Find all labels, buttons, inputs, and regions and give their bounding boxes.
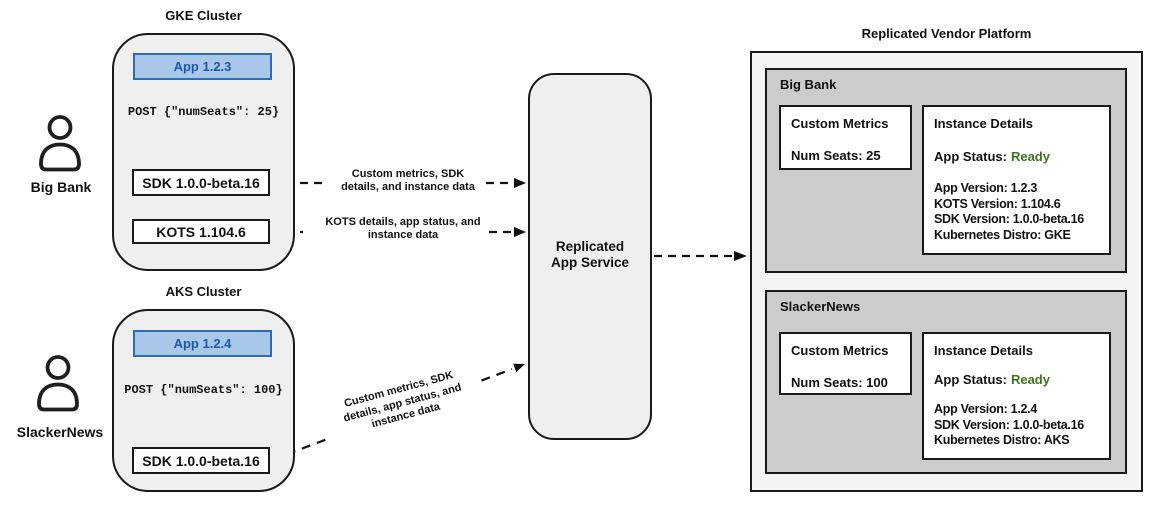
vendor-platform-title: Replicated Vendor Platform — [861, 26, 1032, 41]
detail-line: Kubernetes Distro: AKS — [934, 433, 1070, 447]
flow-label-aks-sdk-data: Custom metrics, SDK details, app status,… — [322, 362, 483, 444]
arrowhead-sdk-service — [514, 178, 526, 188]
app-status-value: Ready — [1010, 149, 1050, 164]
app-status-line: App Status:Ready — [934, 149, 1101, 165]
replicated-app-service-box — [528, 73, 652, 440]
slackernews-instance-details-box: Instance Details App Status:Ready App Ve… — [922, 332, 1111, 460]
flow-label-line: instance data — [367, 229, 439, 241]
gke-cluster-title: GKE Cluster — [165, 8, 242, 23]
user-icon — [37, 355, 79, 412]
instance-detail-lines: App Version: 1.2.3 KOTS Version: 1.104.6… — [934, 181, 1101, 243]
detail-line: Kubernetes Distro: GKE — [934, 227, 1071, 242]
custom-metrics-title: Custom Metrics — [791, 116, 889, 131]
num-seats-value: Num Seats: 100 — [791, 375, 888, 390]
detail-line: App Version: 1.2.3 — [934, 181, 1037, 195]
replicated-app-service-label: Replicated App Service — [528, 239, 652, 271]
app-status-line: App Status:Ready — [934, 372, 1101, 388]
tenant-name-big-bank: Big Bank — [780, 77, 837, 92]
detail-line: SDK Version: 1.0.0-beta.16 — [934, 417, 1084, 432]
gke-post-payload: POST {"numSeats": 25} — [127, 105, 280, 119]
custom-metrics-title: Custom Metrics — [791, 343, 889, 358]
instance-details-title: Instance Details — [934, 343, 1033, 358]
instance-details-title: Instance Details — [934, 116, 1033, 131]
slackernews-custom-metrics-box: Custom Metrics Num Seats: 100 — [779, 332, 912, 395]
flow-label-line: details, and instance data — [341, 181, 475, 193]
arrowhead-service-platform — [734, 251, 747, 261]
aks-post-payload: POST {"numSeats": 100} — [124, 383, 283, 397]
flow-label-kots-data: KOTS details, app status, and instance d… — [317, 216, 489, 242]
aks-sdk-box: SDK 1.0.0-beta.16 — [132, 447, 270, 474]
gke-app-box: App 1.2.3 — [133, 53, 272, 80]
detail-line: KOTS Version: 1.104.6 — [934, 196, 1061, 211]
app-status-label: App Status: — [934, 149, 1007, 164]
num-seats-value: Num Seats: 25 — [791, 148, 881, 163]
flow-label-line: KOTS details, app status, and — [325, 216, 481, 228]
aks-cluster-title: AKS Cluster — [165, 284, 242, 299]
gke-sdk-box: SDK 1.0.0-beta.16 — [132, 169, 270, 196]
app-status-label: App Status: — [934, 372, 1007, 387]
arrowhead-aks-sdk-service — [513, 363, 525, 373]
aks-app-box: App 1.2.4 — [133, 330, 272, 357]
app-status-value: Ready — [1010, 372, 1050, 387]
actor-slackernews-label: SlackerNews — [16, 424, 104, 440]
arrowhead-kots-service — [514, 227, 526, 237]
flow-label-line: Custom metrics, SDK — [351, 168, 465, 180]
user-icon — [39, 115, 81, 172]
big-bank-custom-metrics-box: Custom Metrics Num Seats: 25 — [779, 105, 912, 170]
big-bank-instance-details-box: Instance Details App Status:Ready App Ve… — [922, 105, 1111, 255]
detail-line: SDK Version: 1.0.0-beta.16 — [934, 212, 1084, 226]
gke-kots-box: KOTS 1.104.6 — [132, 219, 270, 244]
service-label-line: App Service — [550, 255, 630, 270]
instance-detail-lines: App Version: 1.2.4 SDK Version: 1.0.0-be… — [934, 402, 1101, 449]
detail-line: App Version: 1.2.4 — [934, 402, 1037, 416]
flow-label-sdk-data: Custom metrics, SDK details, and instanc… — [322, 168, 494, 194]
tenant-name-slackernews: SlackerNews — [780, 299, 861, 314]
actor-big-bank-label: Big Bank — [30, 179, 92, 195]
service-label-line: Replicated — [555, 239, 625, 254]
